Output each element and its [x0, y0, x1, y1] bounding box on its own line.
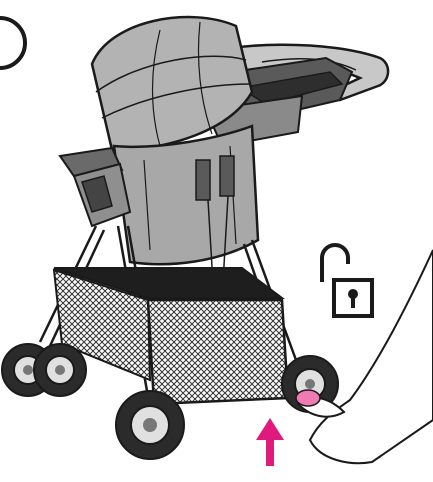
- unlock-padlock-icon: [322, 245, 372, 316]
- front-left-wheel: [116, 391, 184, 459]
- up-arrow-icon: [256, 418, 284, 466]
- rear-right-wheel: [34, 344, 86, 396]
- step-indicator-fragment: [0, 18, 25, 68]
- storage-basket: [54, 268, 288, 404]
- latch-release-button: [296, 390, 320, 406]
